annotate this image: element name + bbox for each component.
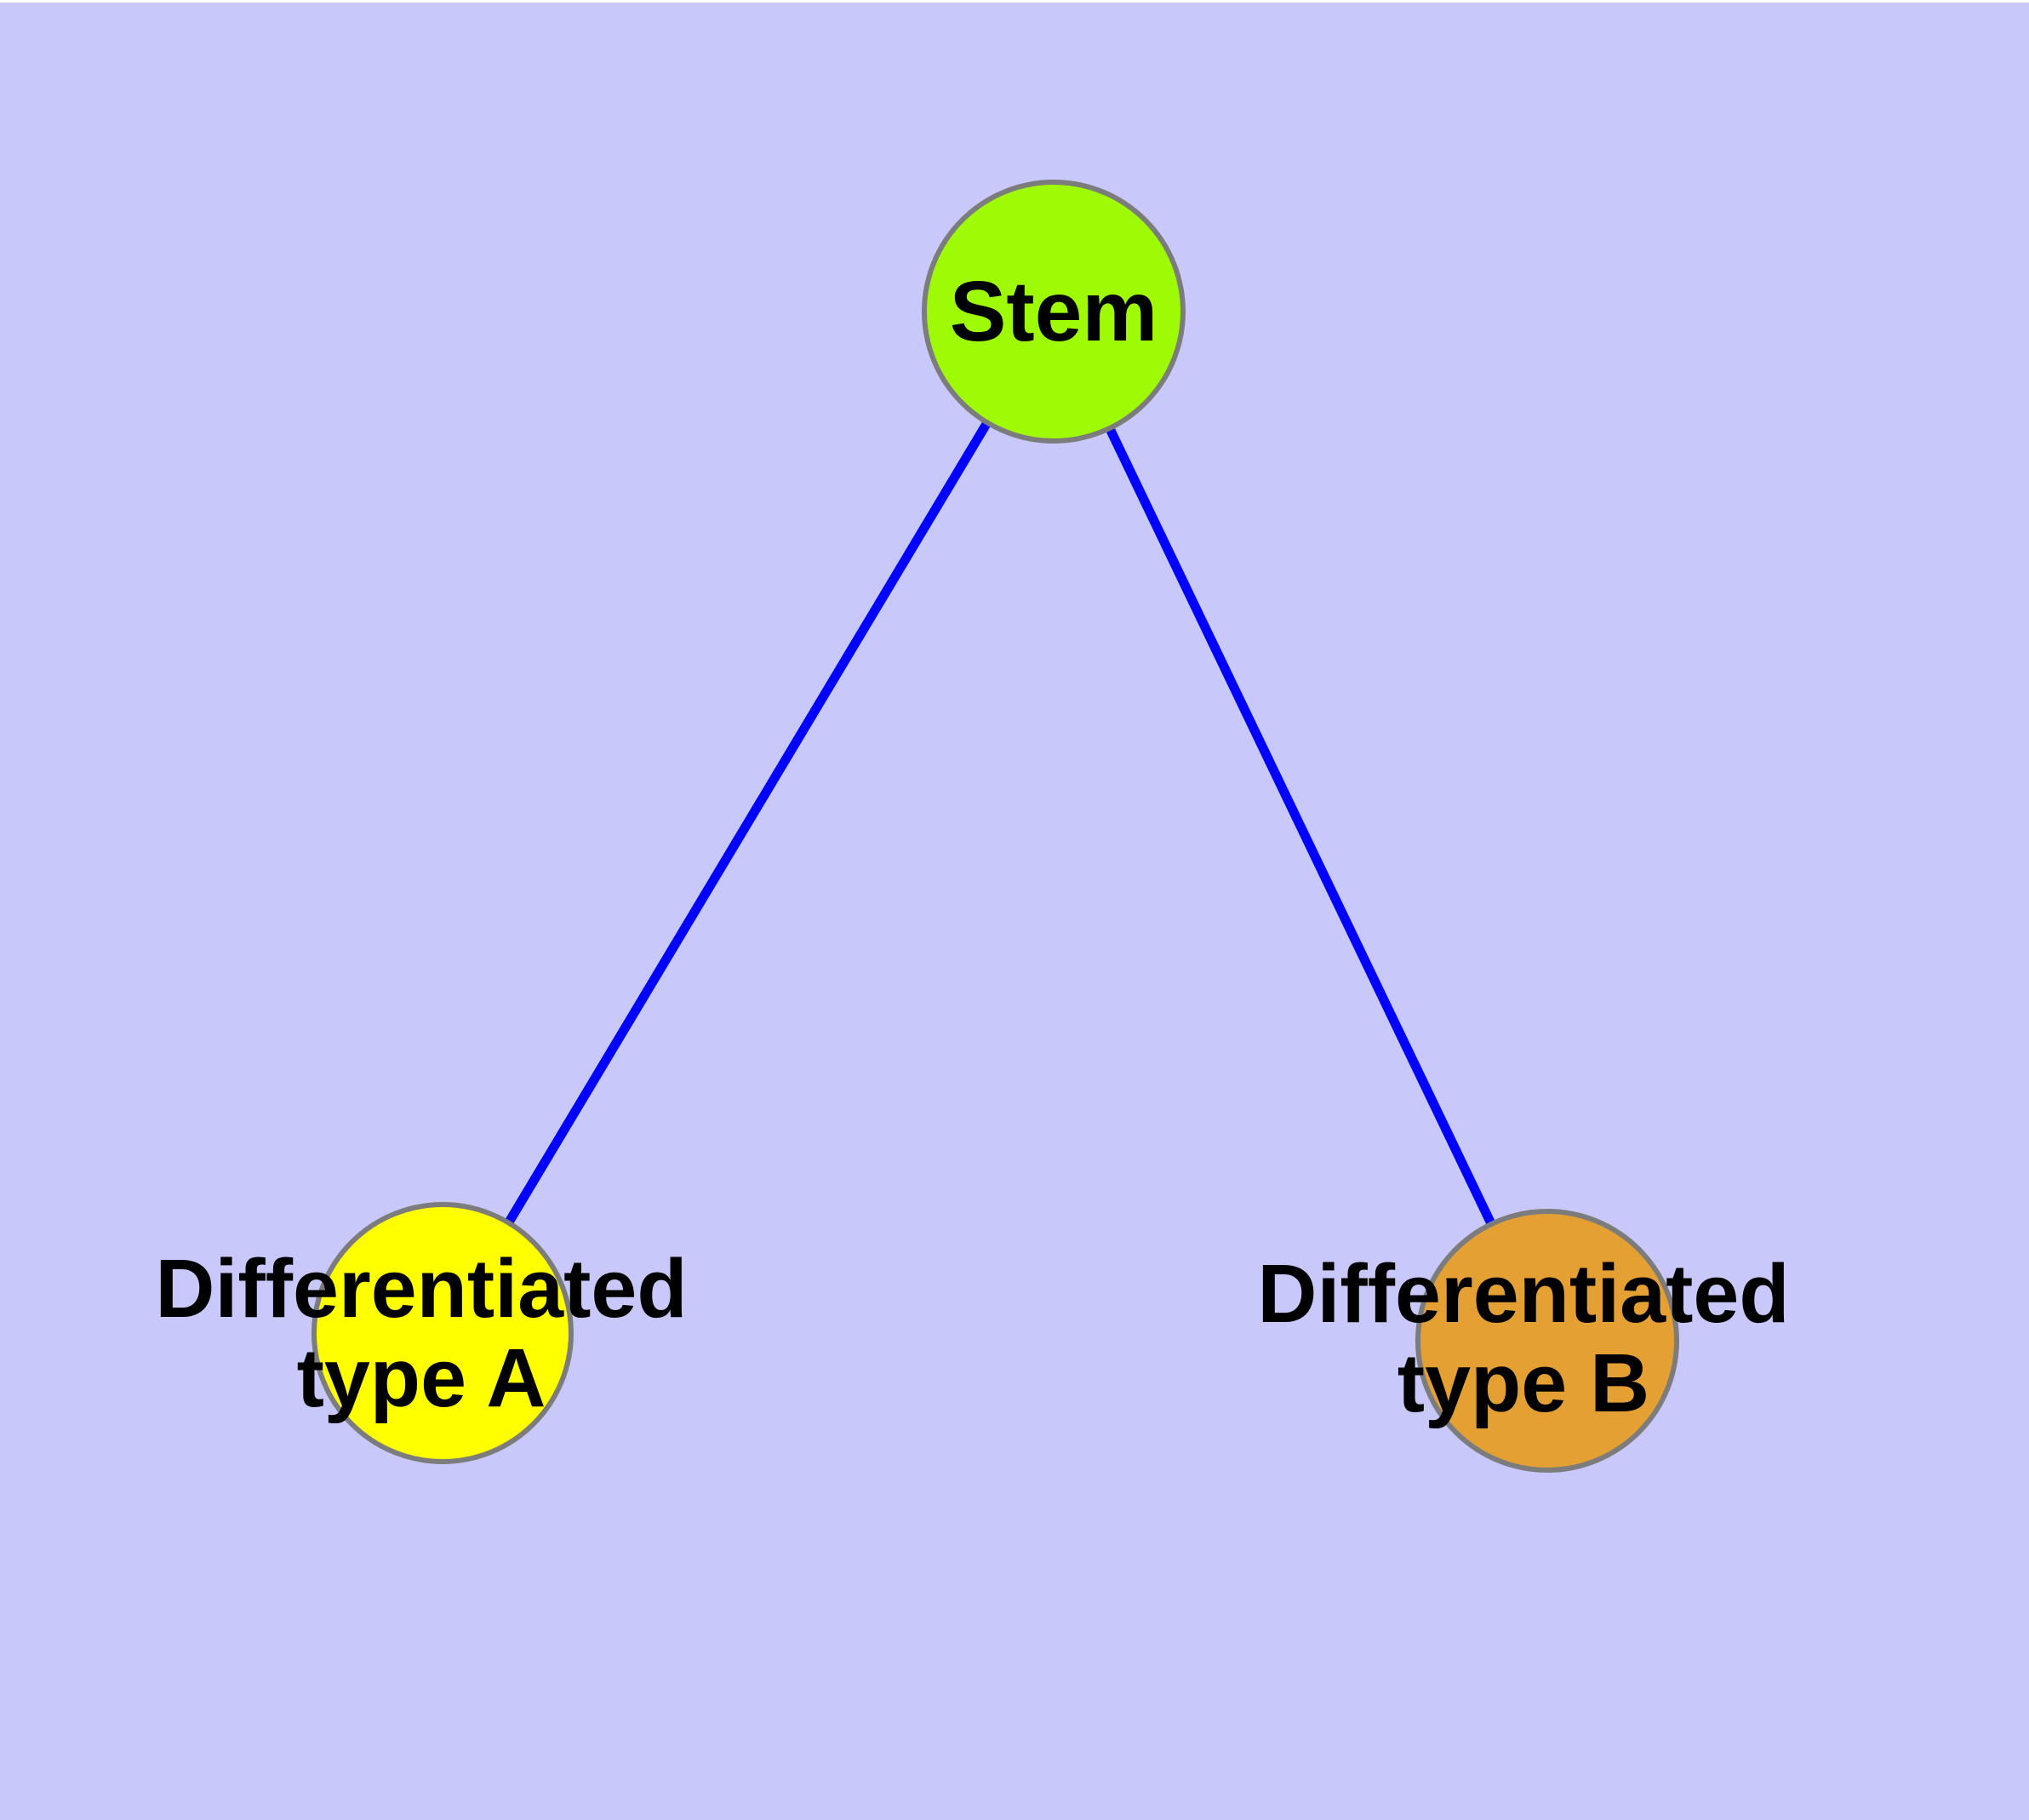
node-layer	[311, 180, 1679, 1473]
edge-layer	[438, 309, 1552, 1343]
node-label-differentiated-type-b-line1: Differentiated	[1257, 1247, 1789, 1340]
node-differentiated-type-a[interactable]	[311, 1202, 574, 1464]
node-label-differentiated-type-b-line2: type B	[1397, 1336, 1649, 1429]
node-stem[interactable]	[922, 180, 1186, 444]
node-label-differentiated-type-a-line2: type A	[297, 1331, 546, 1424]
label-layer: Stem Differentiated type A Differentiate…	[155, 264, 1789, 1429]
node-label-differentiated-type-a-line1: Differentiated	[155, 1242, 687, 1335]
edge-stem-to-diff-b[interactable]	[1049, 309, 1552, 1343]
top-edge-strip	[0, 0, 2029, 3]
node-differentiated-type-b[interactable]	[1415, 1209, 1679, 1473]
node-label-stem: Stem	[950, 264, 1158, 359]
edge-stem-to-diff-a[interactable]	[438, 309, 1058, 1336]
